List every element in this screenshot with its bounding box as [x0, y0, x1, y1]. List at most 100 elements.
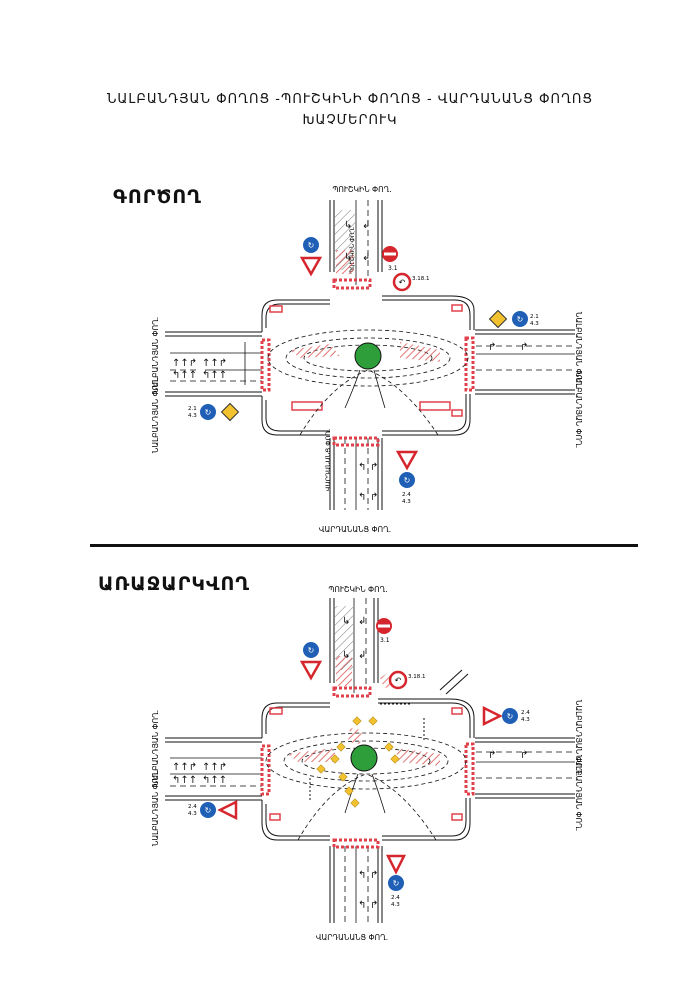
roundabout-lanes-existing [267, 329, 469, 436]
main-road-sign-east: ↻ [488, 309, 528, 329]
street-label-west-upper-p: ՆԱԼԲԱՆԴՅԱՆ ՓՈՂ. [151, 710, 160, 786]
street-label-south-p: ՎԱՐԴԱՆԱՆՑ ՓՈՂ. [316, 933, 388, 942]
lane-markings-west [170, 342, 262, 385]
svg-text:↲: ↲ [362, 252, 370, 263]
yield-sign-nw [299, 256, 323, 277]
street-label-north-p: ՊՈՒՇԿԻՆ ՓՈՂ. [328, 585, 387, 594]
svg-text:↰↑↑: ↰↑↑ [172, 775, 197, 786]
svg-text:↳: ↳ [344, 252, 352, 263]
main-road-sign-code-east-2: 4.3 [530, 321, 539, 327]
svg-text:↲: ↲ [358, 650, 366, 661]
yield-sign-west-p [217, 799, 238, 821]
street-label-east-lower-p: ՆԱԼԲԱՆԴՅԱՆ ՓՈՂ. [574, 755, 583, 831]
central-island-proposed [350, 744, 378, 772]
roundabout-sign-nw: ↻ [303, 237, 319, 253]
island-hatch-north-p [348, 728, 362, 744]
yield-sign-nw-p [299, 660, 323, 681]
svg-text:↑↑↱: ↑↑↱ [172, 762, 197, 773]
road-edges-proposed [165, 598, 575, 923]
street-label-east-upper: ՆԱԼԲԱՆԴՅԱՆ ՓՈՂ. [574, 312, 583, 388]
svg-text:↻: ↻ [404, 476, 411, 485]
roundabout-sign-west-p: ↻ [200, 802, 216, 818]
lane-markings-proposed [170, 598, 575, 923]
island-hatch-west [290, 344, 340, 358]
street-label-north: ՊՈՒՇԿԻՆ ՓՈՂ. [332, 185, 391, 194]
street-label-south: ՎԱՐԴԱՆԱՆՑ ՓՈՂ. [319, 525, 391, 534]
svg-text:↻: ↻ [393, 879, 400, 888]
roundabout-sign-code-south-2: 4.3 [402, 499, 411, 505]
island-hatch-east [400, 342, 440, 362]
svg-text:↳: ↳ [344, 220, 352, 231]
svg-text:↑↑↱: ↑↑↱ [172, 358, 197, 369]
svg-text:↰↑↑: ↰↑↑ [202, 775, 227, 786]
svg-text:↰↑↑: ↰↑↑ [172, 370, 197, 381]
no-u-turn-sign-code-existing: 3.18.1 [412, 276, 430, 282]
roundabout-sign-east-p: ↻ [502, 708, 518, 724]
svg-text:↶: ↶ [394, 676, 402, 685]
svg-text:↑↑↱: ↑↑↱ [202, 762, 227, 773]
central-island-existing [354, 342, 382, 370]
svg-text:↰↑↑: ↰↑↑ [202, 370, 227, 381]
svg-text:↑↑↱: ↑↑↱ [202, 358, 227, 369]
intersection-plan-existing: ՊՈՒՇԿԻՆ ՓՈՂ. ՎԱՐԴԱՆԱՆՑ ՓՈՂ. ՆԱԼԲԱՆԴՅԱՆ Փ… [0, 170, 700, 540]
svg-text:↱: ↱ [370, 900, 378, 911]
no-entry-sign-existing [382, 246, 398, 262]
svg-text:↰: ↰ [358, 462, 366, 473]
roundabout-sign-code-east-2: 4.3 [521, 717, 530, 723]
street-label-west-lower-p: ՆԱԼԲԱՆԴՅԱՆ ՓՈՂ. [151, 770, 160, 846]
no-u-turn-sign-proposed: ↶ [388, 670, 408, 690]
lane-arrows-proposed: ↑↑↱ ↑↑↱ ↰↑↑ ↰↑↑ ↱ ↱ ↳ ↲ ↳ ↲ ↰ ↱ ↰ ↱ [172, 616, 528, 911]
svg-text:↳: ↳ [342, 616, 350, 627]
page-title-line1: ՆԱԼԲԱՆԴՅԱՆ ՓՈՂՈՑ -ՊՈՒՇԿԻՆԻ ՓՈՂՈՑ - ՎԱՐԴԱ… [106, 92, 594, 107]
svg-text:↱: ↱ [488, 750, 496, 761]
svg-text:↻: ↻ [308, 646, 315, 655]
roundabout-sign-code-west-1: 2.4 [188, 804, 197, 810]
main-road-sign-code-west-1: 2.1 [188, 406, 197, 412]
parking-marks-existing [269, 304, 463, 417]
svg-text:↻: ↻ [205, 408, 212, 417]
street-label-west-lower: ՆԱԼԲԱՆԴՅԱՆ ՓՈՂ. [151, 377, 160, 453]
roundabout-sign-nw-p: ↻ [303, 642, 319, 658]
no-entry-sign-proposed [376, 618, 392, 634]
no-entry-sign-code-proposed: 3.1 [380, 637, 390, 644]
svg-text:↰: ↰ [358, 492, 366, 503]
svg-text:↱: ↱ [370, 492, 378, 503]
svg-text:↰: ↰ [358, 900, 366, 911]
street-label-south-inner: ՎԱՐԴԱՆԱՆՑ ՓՈՂ. [324, 429, 332, 492]
svg-text:↱: ↱ [520, 750, 528, 761]
hatched-zone-north-red [336, 250, 354, 274]
yellow-markers-proposed [316, 716, 400, 808]
yield-sign-east-p [482, 705, 503, 727]
svg-text:↻: ↻ [205, 806, 212, 815]
roundabout-sign-code-east-1: 2.4 [521, 710, 530, 716]
svg-text:↱: ↱ [370, 462, 378, 473]
island-hatch-west-p [288, 748, 340, 762]
svg-text:↲: ↲ [362, 220, 370, 231]
svg-text:↱: ↱ [520, 342, 528, 353]
roundabout-sign-south: ↻ [399, 472, 415, 488]
stop-lines-proposed [309, 703, 425, 800]
section-divider [90, 544, 638, 547]
street-label-east-upper-p: ՆԱԼԲԱՆԴՅԱՆ ՓՈՂ. [574, 700, 583, 776]
crosswalks-proposed [260, 686, 475, 849]
section-proposed-label: ԱՌԱՋԱՐԿՎՈՂ [98, 573, 250, 595]
roundabout-sign-code-south-2-p: 4.3 [391, 902, 400, 908]
no-entry-sign-code-existing: 3.1 [388, 265, 398, 272]
svg-text:↻: ↻ [517, 315, 524, 324]
svg-text:↶: ↶ [398, 278, 406, 287]
section-existing-label: ԳՈՐԾՈՂ [113, 186, 202, 208]
svg-text:↻: ↻ [507, 712, 514, 721]
yield-sign-south-p [385, 854, 407, 875]
roundabout-sign-code-west-2: 4.3 [188, 811, 197, 817]
svg-text:↳: ↳ [342, 650, 350, 661]
lane-markings-ns [344, 200, 369, 510]
main-road-sign-west: ↻ [200, 402, 240, 422]
svg-text:↱: ↱ [488, 342, 496, 353]
main-road-sign-code-east-1: 2.1 [530, 314, 539, 320]
no-u-turn-sign-existing: ↶ [392, 272, 412, 292]
parking-marks-proposed [269, 707, 463, 821]
page-title-line2: ԽԱՉՄԵՐՈՒԿ [302, 113, 398, 128]
hatched-zone-north-red-p [336, 656, 352, 686]
street-label-east-lower: ՆԱԼԲԱՆԴՅԱՆ ՓՈՂ. [574, 372, 583, 448]
intersection-plan-proposed: ՊՈՒՇԿԻՆ ՓՈՂ. ՎԱՐԴԱՆԱՆՑ ՓՈՂ. ՆԱԼԲԱՆԴՅԱՆ Փ… [0, 578, 700, 948]
